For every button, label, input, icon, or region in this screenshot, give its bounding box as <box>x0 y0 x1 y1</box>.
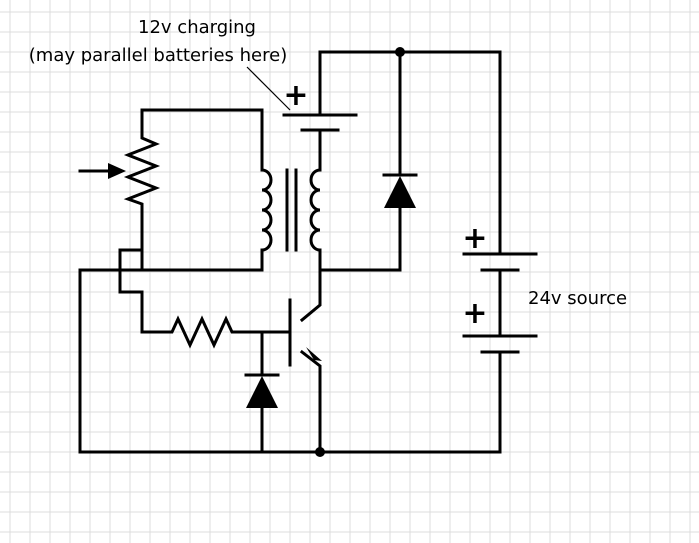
source-battery-2-plus: + <box>462 296 487 331</box>
junction-dot-top <box>395 47 405 57</box>
base-diode-triangle <box>246 376 278 408</box>
emitter-arrow <box>306 347 322 361</box>
base-diode <box>244 373 280 408</box>
source-label: 24v source <box>528 288 627 309</box>
npn-transistor <box>288 298 322 367</box>
junction-dot-bottom <box>315 447 325 457</box>
charging-note-label: (may parallel batteries here) <box>29 45 287 66</box>
potentiometer <box>78 131 161 210</box>
base-resistor <box>163 315 238 349</box>
charging-diode <box>382 173 418 208</box>
charging-diode-triangle <box>384 176 416 208</box>
secondary-coil <box>309 168 322 252</box>
wires <box>78 50 502 454</box>
pot-primary-top-wire <box>140 108 264 172</box>
bottom-loop-wire <box>78 248 502 454</box>
top-right-wire <box>318 50 502 252</box>
collector-wire <box>299 268 322 323</box>
pot-wiper-arrow-head <box>108 163 126 179</box>
primary-coil <box>260 168 273 252</box>
transformer <box>260 168 322 252</box>
source-battery-1-plus: + <box>462 221 487 256</box>
annotation-leader-line <box>246 66 291 111</box>
pot-resistor-zigzag <box>123 131 161 210</box>
emitter-wire <box>299 349 322 454</box>
charging-title-label: 12v charging <box>138 17 256 38</box>
diode1-bottom-wire <box>318 206 402 272</box>
